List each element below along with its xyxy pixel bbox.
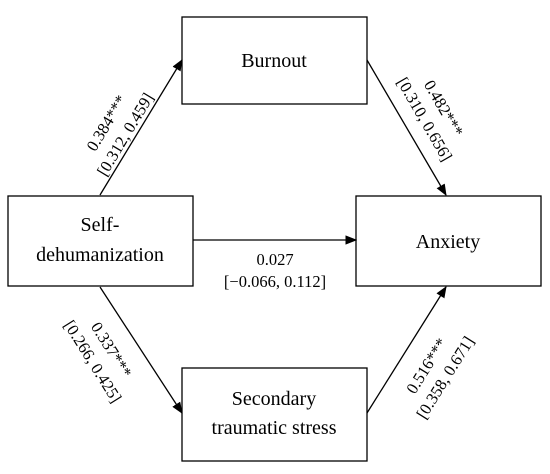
node-sts-line1: Secondary xyxy=(232,388,316,410)
node-burnout-label: Burnout xyxy=(241,50,307,72)
arrow-sts-to-anxiety xyxy=(366,286,447,414)
path-label-sts-to-anxiety: 0.516*** [0.358, 0.671] xyxy=(402,333,478,422)
node-anxiety-label: Anxiety xyxy=(416,231,480,253)
coef-self-to-anxiety: 0.027 xyxy=(256,250,293,269)
path-label-burnout-to-anxiety: 0.482*** [0.310, 0.656] xyxy=(393,74,467,164)
path-label-self-to-anxiety: 0.027 [−0.066, 0.112] xyxy=(224,250,326,291)
node-secondary-traumatic-stress: Secondary traumatic stress xyxy=(181,367,368,462)
arrow-burnout-to-anxiety xyxy=(366,59,447,197)
arrow-self-to-burnout xyxy=(99,59,183,196)
node-sts-line2: traumatic stress xyxy=(212,417,337,439)
node-self-dehumanization: Self- dehumanization xyxy=(7,195,194,287)
arrow-self-to-sts xyxy=(99,286,183,414)
node-anxiety: Anxiety xyxy=(355,195,542,287)
path-label-self-to-burnout: 0.384*** [0.312, 0.459] xyxy=(82,89,157,179)
ci-self-to-anxiety: [−0.066, 0.112] xyxy=(224,272,326,291)
node-self-dehumanization-line2: dehumanization xyxy=(36,244,164,266)
node-self-dehumanization-line1: Self- xyxy=(81,214,120,236)
node-burnout: Burnout xyxy=(181,16,368,105)
path-label-self-to-sts: 0.337*** [0.266, 0.425] xyxy=(60,317,136,406)
